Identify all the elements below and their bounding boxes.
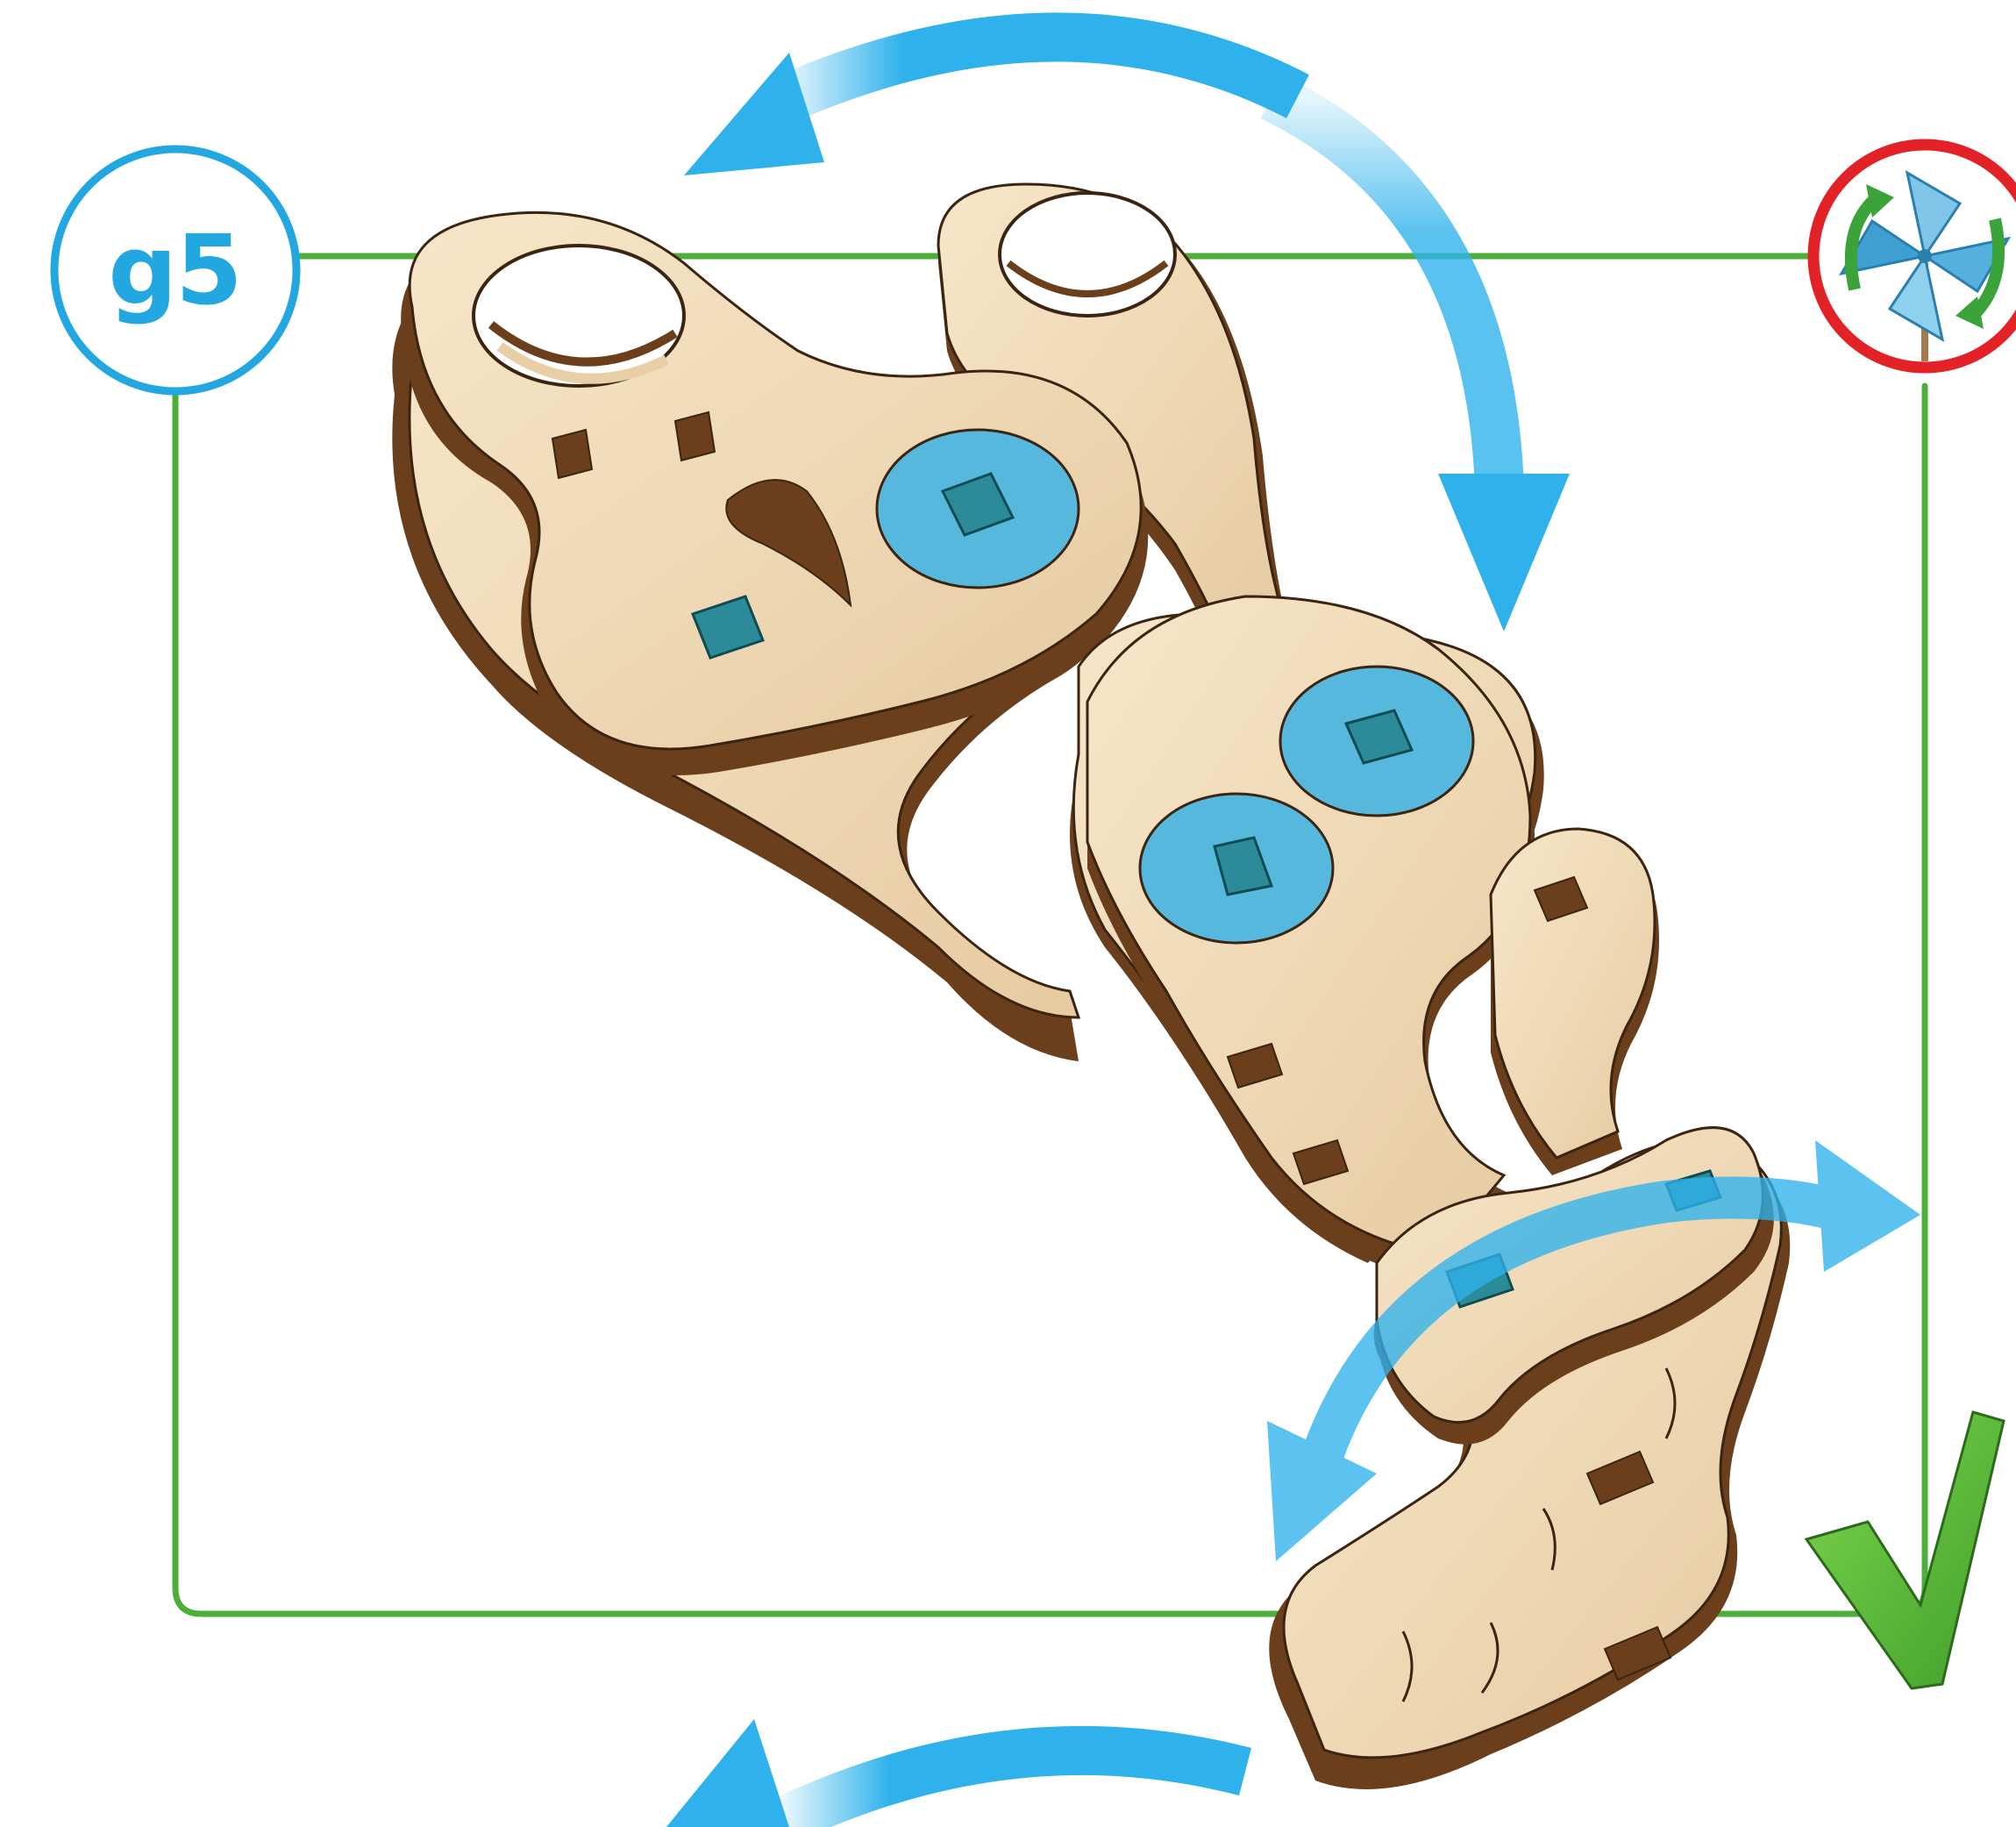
pinwheel-warning-icon [1813, 145, 2016, 368]
rotate-bottom-arrow-icon [666, 1719, 1245, 1827]
green-checkmark-icon [1806, 1412, 2004, 1688]
wooden-arm-assembly [392, 184, 1790, 1789]
step-badge-circle [54, 149, 296, 391]
